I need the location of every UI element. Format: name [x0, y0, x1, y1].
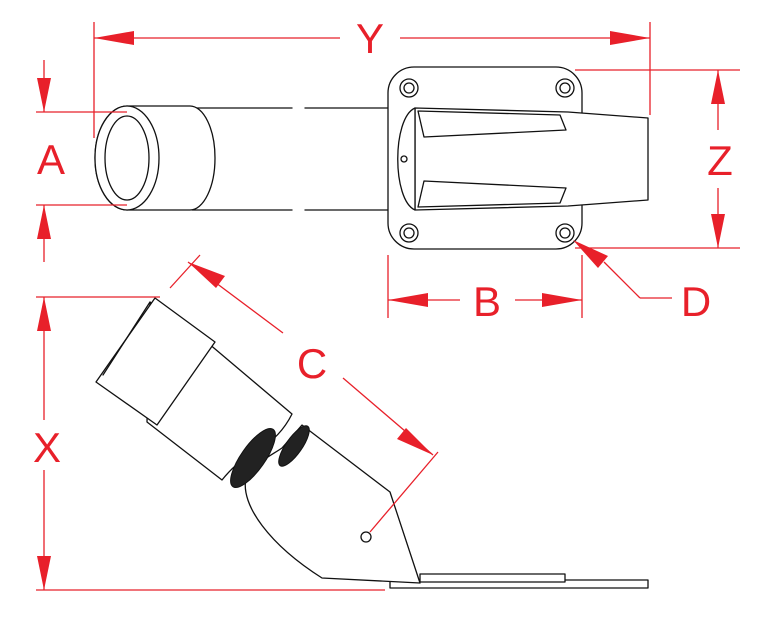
top-view — [94, 66, 649, 250]
dimension-d-label: D — [681, 278, 711, 325]
dimension-z: Z — [575, 69, 740, 249]
dimension-d-arrow — [573, 240, 608, 268]
side-tube — [95, 297, 310, 488]
side-socket — [244, 424, 421, 584]
mounting-hole-top-left — [399, 78, 419, 98]
dimension-a-arrow-bottom — [37, 205, 51, 239]
dimension-c-arrow-bottom — [397, 428, 433, 455]
dimension-b-label: B — [473, 278, 501, 325]
dimension-a-arrow-top — [37, 78, 51, 112]
dimension-c: C — [169, 254, 439, 533]
dimension-y-arrow-right — [610, 31, 650, 45]
side-base-plate — [389, 573, 649, 589]
dimension-x-arrow-top — [37, 297, 51, 331]
dimension-x: X — [33, 296, 385, 591]
dimension-y-label: Y — [356, 15, 384, 62]
dimension-z-arrow-bottom — [711, 214, 725, 248]
dimension-b-arrow-left — [388, 293, 428, 307]
dimension-b: B — [387, 255, 583, 325]
dimension-z-label: Z — [707, 137, 733, 184]
dimension-d: D — [573, 240, 711, 325]
dimension-x-label: X — [33, 424, 61, 471]
dimension-c-label: C — [297, 340, 327, 387]
dimension-y: Y — [93, 15, 651, 138]
mounting-hole-bottom-right — [555, 223, 575, 243]
dimension-b-arrow-right — [542, 293, 582, 307]
dimension-z-arrow-top — [711, 70, 725, 104]
mounting-hole-top-right — [555, 78, 575, 98]
side-view — [95, 297, 649, 589]
dimension-x-arrow-bottom — [37, 556, 51, 590]
tube-outline — [191, 107, 421, 211]
mounting-hole-bottom-left — [399, 223, 419, 243]
dimension-a: A — [36, 60, 127, 262]
dimension-y-arrow-left — [94, 31, 134, 45]
tube-end-ring — [94, 105, 216, 211]
dimension-c-arrow-top — [188, 262, 225, 288]
socket-body — [397, 107, 649, 211]
dimension-a-label: A — [37, 136, 65, 183]
